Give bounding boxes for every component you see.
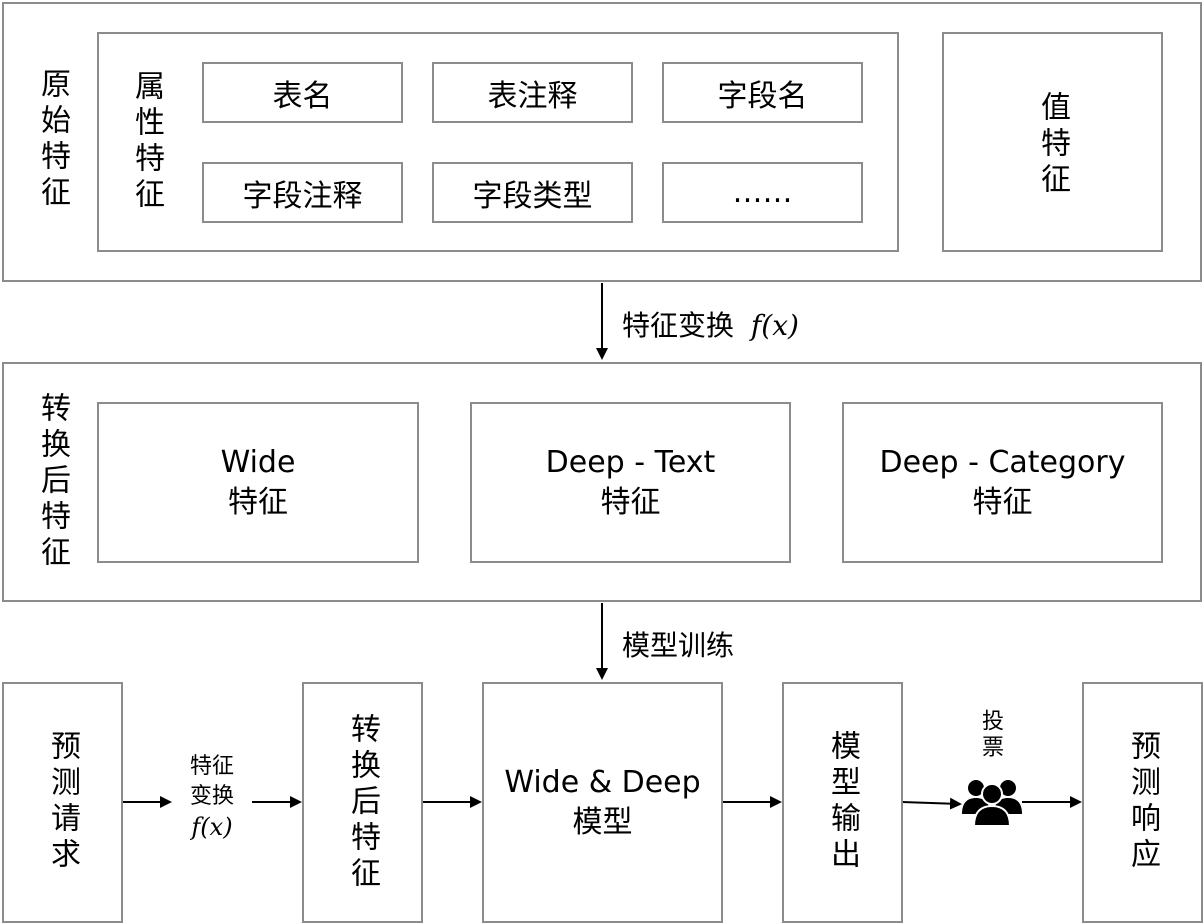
transformed-features-label: 转换后特征 bbox=[35, 392, 70, 572]
wide-features-sub: 特征 bbox=[228, 484, 288, 520]
value-features-label: 值特征 bbox=[1035, 91, 1070, 199]
deep-text-features-box: Deep - Text 特征 bbox=[470, 402, 791, 563]
attr-item-table-name: 表名 bbox=[202, 62, 403, 123]
arrow-output-to-vote bbox=[901, 797, 962, 810]
feature-transform-label: 特征变换 f(x) bbox=[622, 304, 799, 344]
attr-item-field-type: 字段类型 bbox=[432, 162, 633, 223]
deep-text-features-title: Deep - Text bbox=[545, 444, 716, 480]
people-group-icon bbox=[962, 780, 1022, 827]
wide-deep-model-sub: 模型 bbox=[572, 804, 633, 840]
predict-response-label: 预测响应 bbox=[1125, 730, 1160, 874]
attr-item-more: …… bbox=[662, 162, 863, 223]
predict-response-box bbox=[1082, 682, 1203, 923]
wide-features-title: Wide bbox=[220, 444, 296, 480]
model-train-label: 模型训练 bbox=[622, 629, 735, 662]
attr-item-field-name: 字段名 bbox=[662, 62, 863, 123]
raw-features-label: 原始特征 bbox=[35, 68, 70, 212]
predict-request-label: 预测请求 bbox=[45, 730, 80, 874]
pipeline-transform-line2: 变换 bbox=[189, 784, 234, 809]
pipeline-transform-label: 特征 变换 f(x) bbox=[172, 752, 252, 842]
vote-label: 投票 bbox=[978, 709, 1003, 761]
predict-request-box bbox=[2, 682, 123, 923]
value-features-panel bbox=[942, 32, 1163, 252]
deep-category-features-title: Deep - Category bbox=[879, 444, 1126, 480]
deep-category-features-sub: 特征 bbox=[972, 484, 1033, 520]
wide-deep-model-title: Wide & Deep bbox=[504, 764, 701, 800]
attr-item-field-comment: 字段注释 bbox=[202, 162, 403, 223]
transformed-features-box-label: 转换后特征 bbox=[345, 712, 380, 893]
deep-category-features-box: Deep - Category 特征 bbox=[842, 402, 1163, 563]
pipeline-transform-line1: 特征 bbox=[189, 754, 234, 779]
attribute-features-label: 属性特征 bbox=[129, 70, 164, 214]
feature-transform-text: 特征变换 bbox=[622, 309, 735, 342]
wide-deep-model-box: Wide & Deep 模型 bbox=[482, 682, 723, 923]
model-output-label: 模型输出 bbox=[825, 730, 860, 874]
wide-features-box: Wide 特征 bbox=[97, 402, 419, 563]
transformed-features-box bbox=[302, 682, 423, 923]
deep-text-features-sub: 特征 bbox=[600, 484, 661, 520]
feature-transform-math: f(x) bbox=[750, 309, 799, 342]
attr-item-table-comment: 表注释 bbox=[432, 62, 633, 123]
model-output-box bbox=[782, 682, 903, 923]
pipeline-transform-math: f(x) bbox=[191, 813, 233, 841]
